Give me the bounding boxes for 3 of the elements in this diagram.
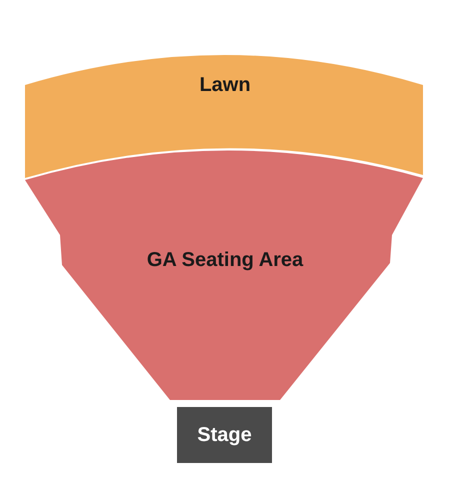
- section-label: GA Seating Area: [146, 248, 304, 272]
- section-label: Stage: [196, 423, 253, 447]
- section-label: Lawn: [198, 73, 252, 97]
